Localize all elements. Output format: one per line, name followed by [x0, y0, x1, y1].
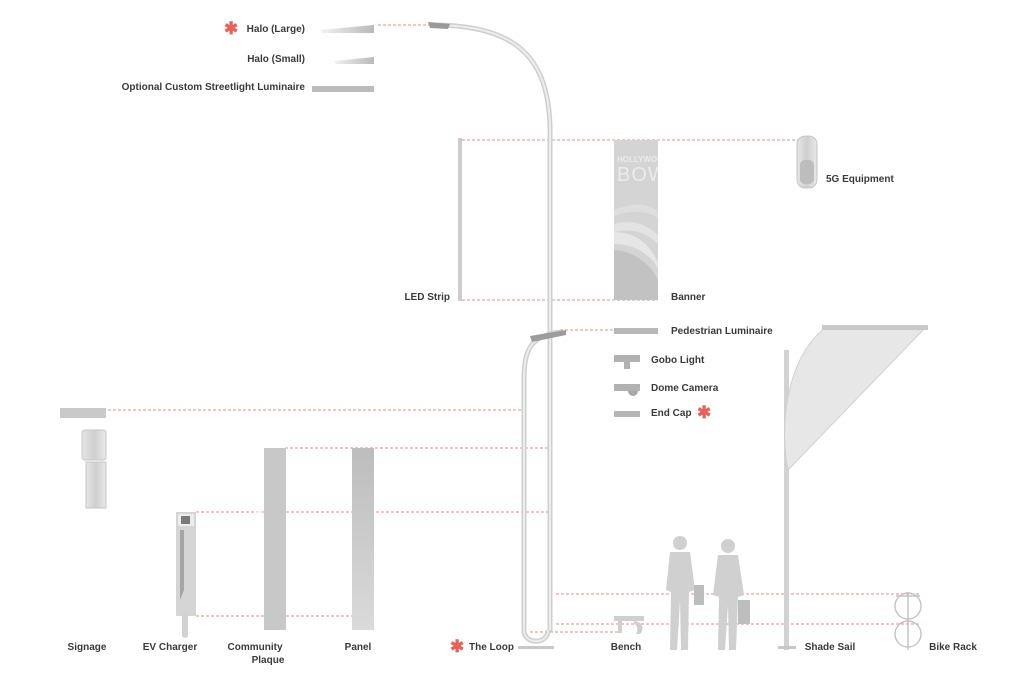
guide-lines: [108, 24, 920, 633]
halo-large-fixture: [320, 25, 374, 33]
label-ev-charger: EV Charger: [142, 642, 198, 653]
label-halo-large: Halo (Large): [246, 24, 305, 35]
label-community-plaque-line1: Community: [227, 642, 283, 653]
panel-fixture: [352, 448, 374, 630]
ev-charger-fixture: [176, 512, 196, 638]
5g-equipment-fixture: [796, 135, 818, 189]
custom-luminaire-fixture: [312, 86, 374, 92]
main-streetlight-pole: [428, 22, 553, 633]
star-halo-large-icon: ✱: [224, 19, 239, 38]
halo-small-fixture: [334, 57, 374, 64]
the-loop-pole: [518, 329, 566, 649]
led-strip-fixture: [458, 138, 462, 301]
shade-sail-fixture: [778, 325, 928, 650]
banner-text-line1: HOLLYWOOD: [617, 155, 670, 164]
label-panel: Panel: [344, 642, 372, 653]
label-led-strip: LED Strip: [404, 292, 450, 303]
label-shade-sail: Shade Sail: [804, 642, 856, 653]
label-halo-small: Halo (Small): [247, 54, 305, 65]
pedestrian-figures: [666, 536, 750, 650]
banner-fixture: [614, 140, 658, 300]
star-end-cap-icon: ✱: [697, 403, 712, 422]
label-the-loop: The Loop: [469, 642, 514, 653]
halo-head-on-pole: [428, 22, 450, 29]
plaque-text: LEIMERT PARK: [254, 467, 266, 554]
label-banner: Banner: [671, 292, 706, 303]
dome-camera-fixture: [614, 384, 640, 396]
community-plaque-fixture: [264, 448, 286, 630]
pedestrian-luminaire-fixture: [614, 328, 658, 334]
bench-fixture: [614, 616, 644, 634]
label-custom-luminaire: Optional Custom Streetlight Luminaire: [121, 82, 305, 93]
label-bike-rack: Bike Rack: [929, 642, 977, 653]
star-the-loop-icon: ✱: [450, 637, 465, 656]
bike-rack-fixture: [894, 592, 922, 650]
label-end-cap: End Cap: [651, 408, 692, 419]
label-bench: Bench: [610, 642, 642, 653]
label-pedestrian-luminaire: Pedestrian Luminaire: [671, 326, 773, 337]
signage-fixture: [60, 408, 107, 509]
gobo-light-fixture: [614, 355, 640, 369]
end-cap-fixture: [614, 411, 640, 417]
label-5g-equipment: 5G Equipment: [826, 174, 894, 185]
label-community-plaque-line2: Plaque: [251, 655, 285, 666]
label-signage: Signage: [67, 642, 107, 653]
label-gobo-light: Gobo Light: [651, 355, 705, 366]
banner-text-line2: BOWL: [617, 164, 658, 186]
label-dome-camera: Dome Camera: [651, 383, 719, 394]
